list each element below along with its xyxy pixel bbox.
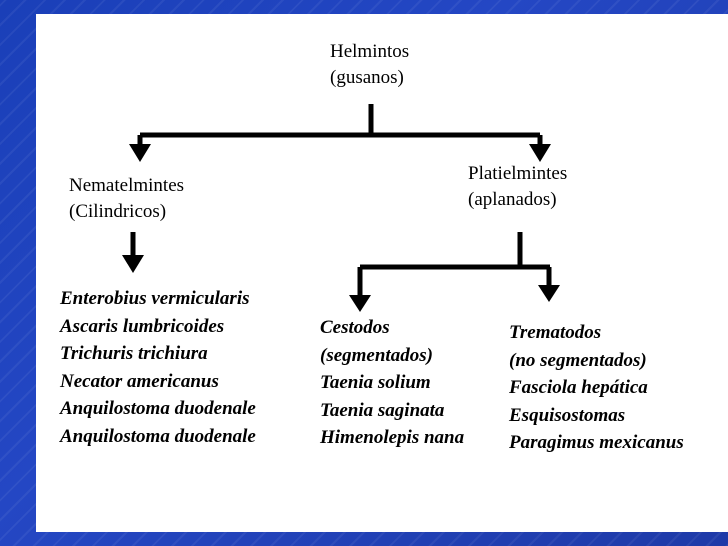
nematelmintes-arrowhead bbox=[122, 255, 144, 273]
trematodos-subtitle: (no segmentados) bbox=[509, 349, 647, 371]
list-item: Necator americanus bbox=[60, 370, 219, 392]
nematelmintes-label: Nematelmintes bbox=[69, 175, 185, 196]
list-item: Himenolepis nana bbox=[320, 427, 465, 448]
nematodes-list: Enterobius vermicularis Ascaris lumbrico… bbox=[60, 285, 256, 450]
list-item: Paragimus mexicanus bbox=[509, 432, 684, 453]
cestodos-subtitle: (segmentados) bbox=[320, 344, 433, 366]
nematelmintes-node: Nematelmintes (Cilindricos) bbox=[69, 173, 184, 225]
platielmintes-label: Platielmintes bbox=[468, 163, 568, 184]
trematodos-title: Trematodos bbox=[509, 322, 602, 343]
root-sublabel: (gusanos) bbox=[330, 67, 404, 88]
cestodos-title: Cestodos bbox=[320, 317, 390, 338]
platielmintes-node: Platielmintes (aplanados) bbox=[468, 161, 567, 213]
list-item: Anquilostoma duodenale bbox=[60, 425, 256, 447]
list-item: Fasciola hepática bbox=[509, 377, 648, 398]
list-item: Trichuris trichiura bbox=[60, 343, 208, 364]
root-node: Helmintos (gusanos) bbox=[330, 39, 409, 91]
list-item: Esquisostomas bbox=[509, 404, 626, 426]
list-item: Anquilostoma duodenale bbox=[60, 398, 256, 419]
slide-canvas: Helmintos (gusanos) Nematelmintes (Cilin… bbox=[36, 14, 728, 532]
list-item: Taenia solium bbox=[320, 372, 431, 393]
platielmintes-sublabel: (aplanados) bbox=[468, 189, 557, 210]
root-label: Helmintos bbox=[330, 41, 410, 62]
connector-lines bbox=[122, 104, 560, 312]
right-arrowhead bbox=[529, 144, 551, 162]
cestodos-node: Cestodos (segmentados) Taenia solium Tae… bbox=[320, 314, 464, 452]
list-item: Taenia saginata bbox=[320, 399, 445, 421]
list-item: Ascaris lumbricoides bbox=[60, 315, 225, 337]
left-arrowhead bbox=[129, 144, 151, 162]
trematodos-arrowhead bbox=[538, 285, 560, 302]
trematodos-node: Trematodos (no segmentados) Fasciola hep… bbox=[509, 319, 684, 457]
cestodos-arrowhead bbox=[349, 295, 371, 312]
nematelmintes-sublabel: (Cilindricos) bbox=[69, 201, 167, 222]
list-item: Enterobius vermicularis bbox=[60, 288, 250, 309]
